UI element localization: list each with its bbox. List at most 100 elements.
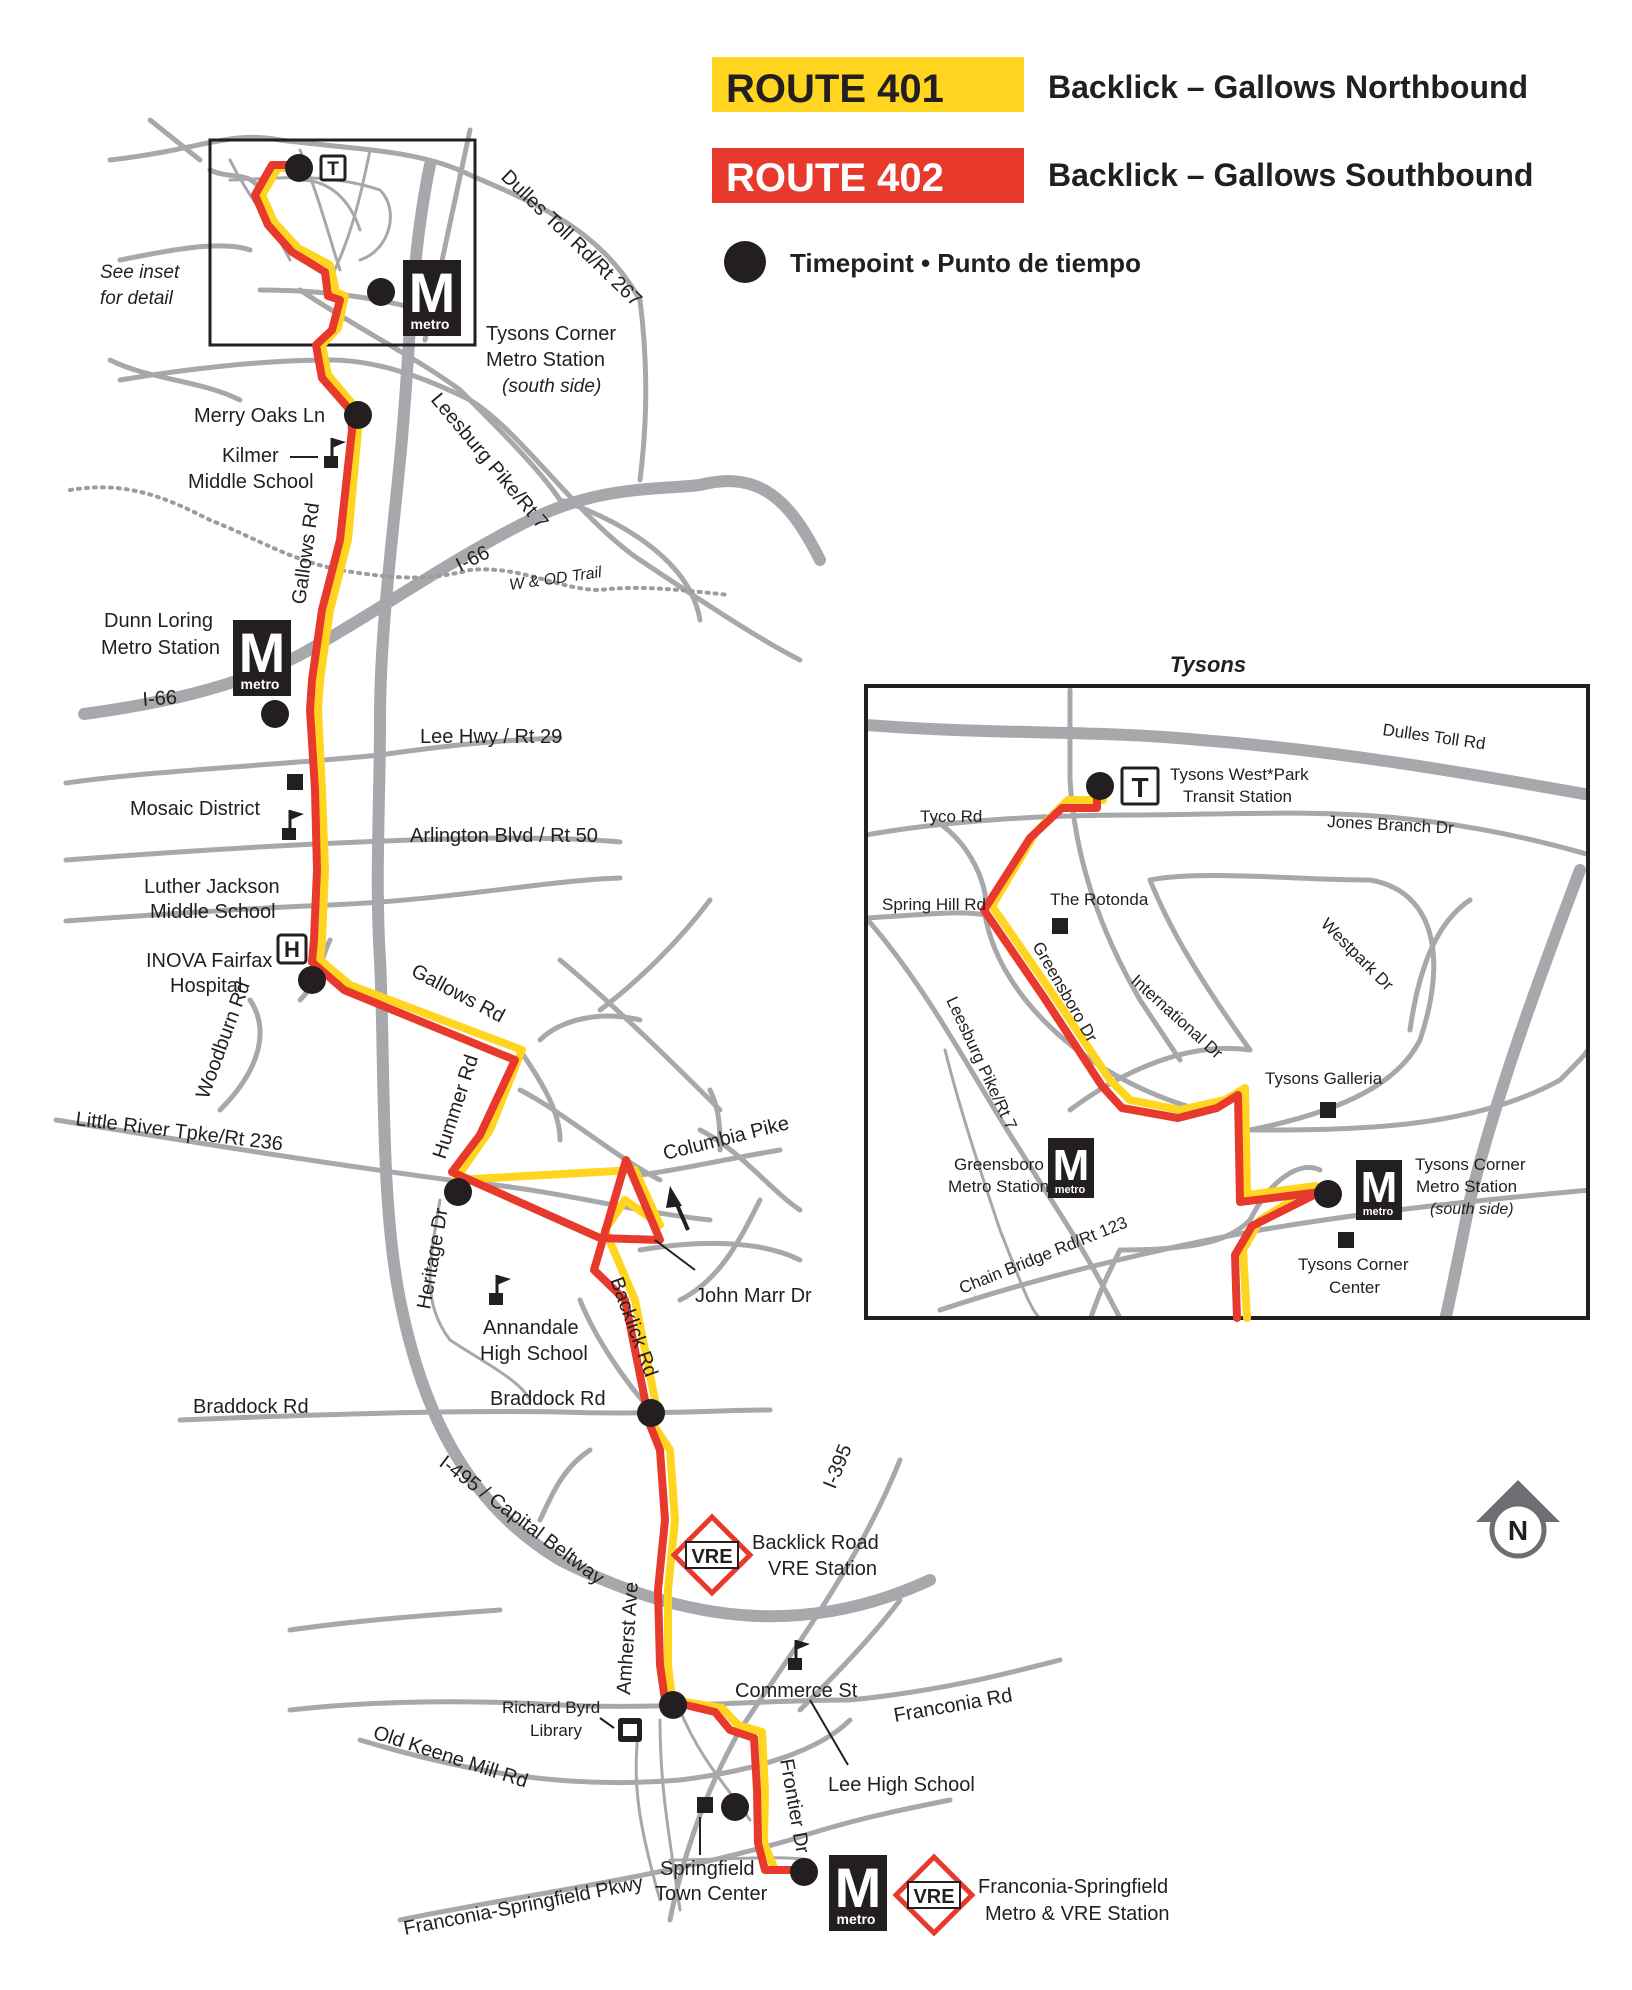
road-little-river: Little River Tpke/Rt 236 [74,1108,284,1155]
springfield-tc-square-icon [697,1797,713,1813]
north-letter: N [1508,1515,1528,1546]
metro-icon-letter: M [1053,1141,1090,1190]
legend-route-401-label: ROUTE 401 [726,67,944,111]
metro-icon: M metro [403,260,461,336]
label-franconia-1: Franconia-Springfield [978,1876,1168,1898]
road-i66-west: I-66 [142,687,178,711]
inset-metro-icon: M metro [1048,1138,1094,1198]
timepoint-tysons-west[interactable] [285,154,313,182]
label-inova-2: Hospital [170,975,242,997]
road-gallows-n: Gallows Rd [288,501,324,605]
road-john-marr: John Marr Dr [695,1285,812,1307]
road-i395: I-395 [819,1441,856,1492]
label-backlick-vre-2: VRE Station [768,1558,877,1580]
road-beltway: I-495 / Capital Beltway [435,1451,608,1589]
label-luther-2: Middle School [150,901,276,923]
mosaic-square-icon [287,774,303,790]
inset-road-spring-hill: Spring Hill Rd [882,895,986,914]
label-kilmer-2: Middle School [188,471,314,493]
legend: ROUTE 401 Backlick – Gallows Northbound … [712,57,1533,283]
inset-label-tysons-west-2: Transit Station [1183,787,1292,806]
galleria-square-icon [1320,1102,1336,1118]
road-fs-pkwy: Franconia-Springfield Pkwy [402,1872,645,1940]
label-franconia-2: Metro & VRE Station [985,1903,1170,1925]
road-braddock-w: Braddock Rd [193,1396,309,1418]
school-icon [324,438,346,468]
metro-icon-word: metro [837,1911,876,1927]
legend-timepoint-text: Timepoint • Punto de tiempo [790,248,1141,278]
label-tysons-metro-3: (south side) [502,376,601,397]
road-arlington: Arlington Blvd / Rt 50 [410,825,598,847]
vre-icon: VRE [892,1853,976,1937]
label-lee-high: Lee High School [828,1774,975,1796]
timepoint-springfield-tc[interactable] [721,1793,749,1821]
legend-route-401-desc: Backlick – Gallows Northbound [1048,69,1528,105]
timepoint-dunn-loring[interactable] [261,700,289,728]
label-annandale-2: High School [480,1343,588,1365]
inset-transit-t-icon: T [1120,766,1160,806]
inset-label-tysons-corner-1: Tysons Corner [1415,1155,1526,1174]
inset-timepoint-tysons-west[interactable] [1086,772,1114,800]
metro-icon: M metro [233,620,291,696]
label-annandale-1: Annandale [483,1317,579,1339]
inset-title: Tysons [1170,652,1246,677]
timepoint-inova[interactable] [298,966,326,994]
label-dunn-loring-1: Dunn Loring [104,610,213,632]
label-byrd-2: Library [530,1721,582,1740]
label-merry-oaks: Merry Oaks Ln [194,405,325,427]
legend-route-402-box [712,148,1024,203]
library-icon [618,1718,642,1742]
road-gallows-s: Gallows Rd [408,960,509,1027]
inset-metro-icon: M metro [1356,1160,1402,1220]
label-luther-1: Luther Jackson [144,876,280,898]
label-springfield-tc-1: Springfield [660,1858,755,1880]
inset-label-tysons-corner-3: (south side) [1430,1201,1514,1218]
inset-label-greensboro-1: Greensboro [954,1155,1044,1174]
road-dulles: Dulles Toll Rd/Rt 267 [497,166,646,311]
hospital-icon: H [276,933,308,965]
tysons-center-square-icon [1338,1232,1354,1248]
timepoint-hummer[interactable] [444,1178,472,1206]
inset-label-tysons-corner-2: Metro Station [1416,1177,1517,1196]
metro-icon-letter: M [239,621,286,684]
road-commerce: Commerce St [735,1680,858,1702]
metro-icon-word: metro [1363,1206,1394,1218]
timepoint-commerce[interactable] [659,1691,687,1719]
label-inova-1: INOVA Fairfax [146,950,272,972]
leader-line [599,1717,615,1729]
transit-t-icon: T [319,154,347,182]
inset-label-greensboro-2: Metro Station [948,1177,1049,1196]
inset-label-tysons-center-2: Center [1329,1278,1380,1297]
legend-route-402-desc: Backlick – Gallows Southbound [1048,157,1533,193]
metro-icon: M metro [829,1855,887,1931]
timepoints [261,154,818,1886]
inset-label-tysons-west-1: Tysons West*Park [1170,765,1309,784]
road-lee-hwy: Lee Hwy / Rt 29 [420,726,562,748]
leader-line [654,1239,696,1271]
rotonda-square-icon [1052,918,1068,934]
hospital-icon-letter: H [284,937,300,962]
vre-icon-text: VRE [691,1546,732,1568]
road-braddock-e: Braddock Rd [490,1388,606,1410]
direction-arrow-icon [666,1186,690,1231]
metro-icon-letter: M [835,1856,882,1919]
inset-timepoint-tysons-corner[interactable] [1314,1180,1342,1208]
timepoint-merry-oaks[interactable] [344,401,372,429]
inset-transit-t-letter: T [1131,772,1148,803]
timepoint-tysons-corner[interactable] [367,278,395,306]
road-heritage: Heritage Dr [413,1206,452,1311]
road-old-keene: Old Keene Mill Rd [370,1722,530,1793]
inset-label-tysons-center-1: Tysons Corner [1298,1255,1409,1274]
timepoint-braddock[interactable] [637,1399,665,1427]
timepoint-franconia[interactable] [790,1858,818,1886]
inset-frame-marker [208,138,477,347]
school-icon [489,1275,511,1305]
metro-icon-word: metro [1055,1184,1086,1196]
label-byrd-1: Richard Byrd [502,1698,600,1717]
inset-label-galleria: Tysons Galleria [1265,1069,1383,1088]
metro-icon-word: metro [411,316,450,332]
vre-icon: VRE [670,1513,754,1597]
label-springfield-tc-2: Town Center [655,1883,768,1905]
label-dunn-loring-2: Metro Station [101,637,220,659]
label-tysons-metro-2: Metro Station [486,349,605,371]
